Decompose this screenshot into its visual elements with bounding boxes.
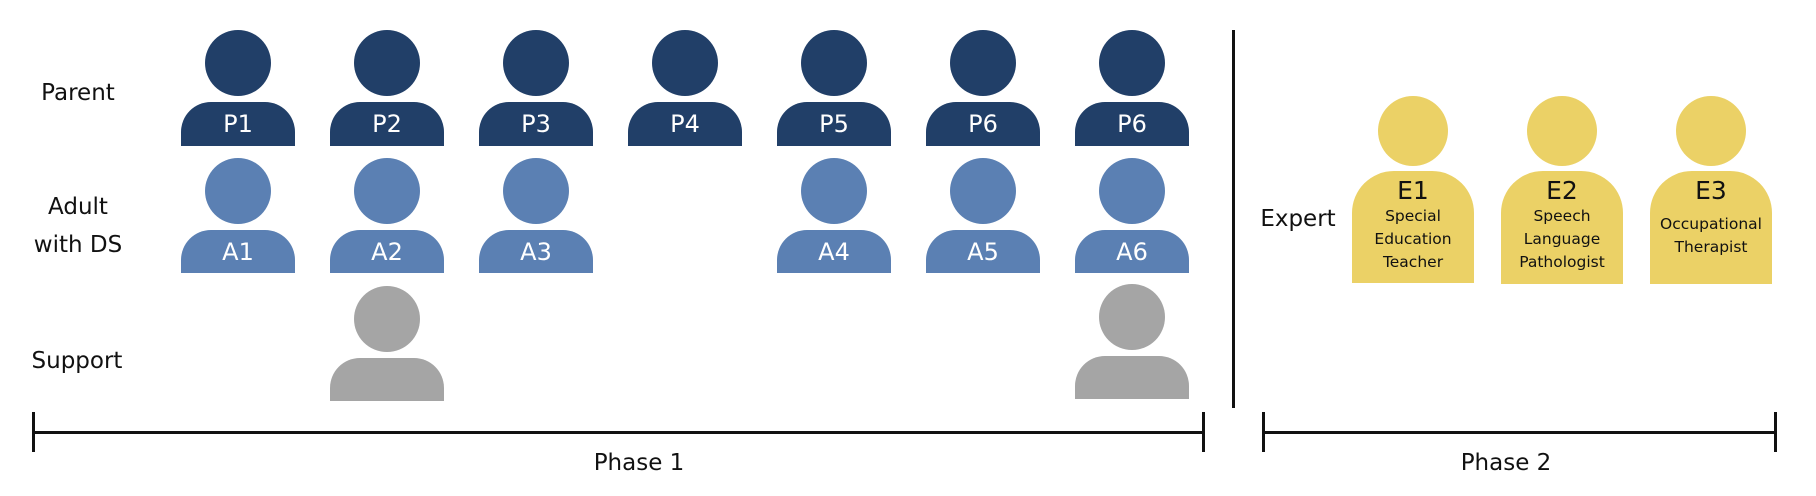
participant-code: P6 <box>1075 102 1189 146</box>
person-body-icon <box>330 358 444 401</box>
person-head-icon <box>205 30 271 96</box>
expert-code: E3 <box>1695 176 1727 205</box>
participant-code: P5 <box>777 102 891 146</box>
person-head-icon <box>1676 96 1746 166</box>
phase-2-line <box>1263 431 1777 434</box>
person-head-icon <box>205 158 271 224</box>
person-head-icon <box>1099 30 1165 96</box>
participant-code: P4 <box>628 102 742 146</box>
person-head-icon <box>801 30 867 96</box>
expert-code: E1 <box>1397 176 1429 205</box>
person-head-icon <box>1099 284 1165 350</box>
expert-card: E1 Special Education Teacher <box>1352 171 1474 283</box>
row-label-adult-with-ds: Adult with DS <box>33 194 123 258</box>
expert-card: E3 Occupational Therapist <box>1650 171 1772 284</box>
participant-code: A1 <box>181 230 295 273</box>
phase-1-line <box>33 431 1205 434</box>
person-head-icon <box>652 30 718 96</box>
person-head-icon <box>1099 158 1165 224</box>
person-head-icon <box>950 158 1016 224</box>
expert-role: Special Education Teacher <box>1374 207 1452 271</box>
expert-code: E2 <box>1546 176 1578 205</box>
person-head-icon <box>354 30 420 96</box>
phase-2-end-tick <box>1774 412 1777 452</box>
participant-code: A6 <box>1075 230 1189 273</box>
person-head-icon <box>1527 96 1597 166</box>
phase-divider <box>1232 30 1235 408</box>
expert-role: Speech Language Pathologist <box>1519 207 1605 271</box>
row-label-parent: Parent <box>41 80 115 106</box>
participant-code: P3 <box>479 102 593 146</box>
expert-card: E2 Speech Language Pathologist <box>1501 171 1623 284</box>
person-head-icon <box>354 286 420 352</box>
person-body-icon <box>1075 356 1189 399</box>
phase-1-end-tick <box>1202 412 1205 452</box>
row-label-expert: Expert <box>1260 206 1336 232</box>
expert-role: Occupational Therapist <box>1660 215 1762 256</box>
participant-code: A3 <box>479 230 593 273</box>
person-head-icon <box>503 158 569 224</box>
row-label-support: Support <box>31 348 123 374</box>
participant-code: A2 <box>330 230 444 273</box>
person-head-icon <box>503 30 569 96</box>
participant-code: A5 <box>926 230 1040 273</box>
participant-code: P6 <box>926 102 1040 146</box>
phase-2-label: Phase 2 <box>1460 450 1552 476</box>
person-head-icon <box>354 158 420 224</box>
person-head-icon <box>801 158 867 224</box>
person-head-icon <box>950 30 1016 96</box>
participant-code: P2 <box>330 102 444 146</box>
person-head-icon <box>1378 96 1448 166</box>
participant-code: P1 <box>181 102 295 146</box>
participant-code: A4 <box>777 230 891 273</box>
phase-1-label: Phase 1 <box>593 450 685 476</box>
